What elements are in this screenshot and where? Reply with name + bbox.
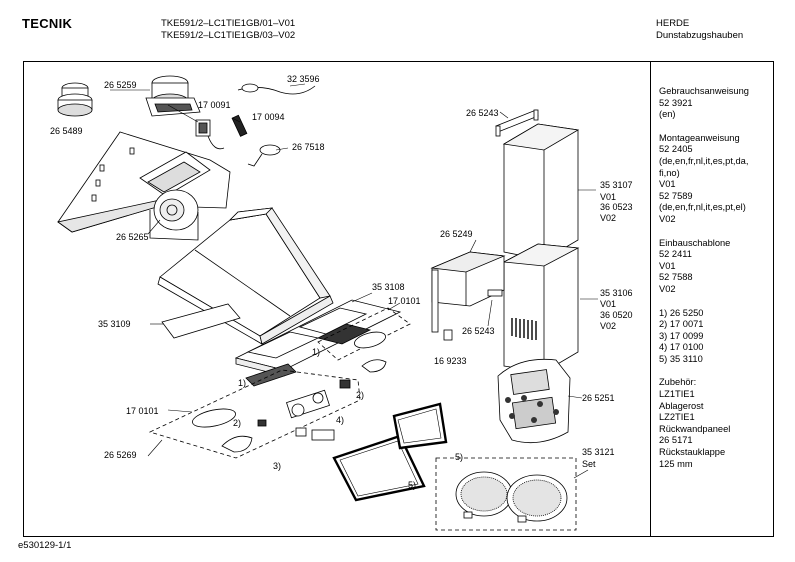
side-panel-line: 26 5171 [659, 435, 693, 446]
callout-label: 5) [455, 452, 464, 462]
part-label: V02 [600, 321, 617, 331]
chimney-lower [502, 243, 580, 373]
round-duct-connector [57, 82, 93, 117]
part-label: 36 0520 [600, 310, 633, 320]
side-panel-line: 52 2411 [659, 249, 692, 260]
small-electrical-parts [195, 83, 316, 167]
bracket-frame [430, 251, 506, 333]
bracket-top [495, 109, 539, 137]
part-label: 26 5489 [50, 126, 83, 136]
callout-label: 1) [238, 378, 247, 388]
frame-divider [650, 61, 651, 537]
clip [443, 329, 453, 341]
side-panel-line: 4) 17 0100 [659, 342, 704, 353]
part-label: 36 0523 [600, 202, 633, 212]
callout-label: 2) [356, 390, 365, 400]
part-label: 35 3109 [98, 319, 131, 329]
side-panel-line: 52 2405 [659, 144, 693, 155]
callout-label: 3) [273, 461, 282, 471]
side-panel-line: 125 mm [659, 458, 693, 469]
side-panel-gap [659, 365, 749, 377]
part-label: 26 5243 [466, 108, 499, 118]
category-title: HERDE [656, 18, 690, 29]
side-panel-line: Einbauschablone [659, 237, 731, 248]
side-panel-gap [659, 121, 749, 133]
side-panel-gap [659, 226, 749, 238]
side-panel-line: V01 [659, 179, 676, 190]
side-panel-line: LZ1TIE1 [659, 389, 695, 400]
side-panel-line: 1) 26 5250 [659, 307, 704, 318]
category-subtitle: Dunstabzugshauben [656, 30, 744, 41]
part-label: 26 5269 [104, 450, 137, 460]
lamp-group-box-bottom [148, 369, 361, 459]
side-panel-line: Rückwandpaneel [659, 423, 731, 434]
side-panel-line: Montageanweisung [659, 132, 740, 143]
side-panel-line: Rückstauklappe [659, 447, 726, 458]
part-label: V01 [600, 299, 617, 309]
side-panel-line: V02 [659, 213, 676, 224]
back-wall-panel [497, 359, 571, 444]
side-panel-line: 52 7589 [659, 190, 693, 201]
part-label: 26 5259 [104, 80, 137, 90]
part-label: V01 [600, 192, 617, 202]
diagram-frame [23, 61, 774, 537]
side-panel-line: 2) 17 0071 [659, 319, 704, 330]
document-id: e530129-1/1 [18, 540, 72, 551]
side-panel-line: Ablagerost [659, 400, 704, 411]
callout-label: 5) [408, 480, 417, 490]
part-label: 17 0094 [252, 112, 285, 122]
odour-filter-discs [455, 471, 568, 523]
side-panel-line: (en) [659, 109, 676, 120]
part-label: 17 0101 [126, 406, 159, 416]
cover-plate [161, 303, 241, 339]
switch-unit [257, 379, 351, 441]
callout-label: 2) [233, 418, 242, 428]
side-panel-line: 5) 35 3110 [659, 353, 703, 364]
side-panel-gap [659, 296, 749, 308]
hood-canopy [157, 207, 334, 345]
part-label: V02 [600, 213, 617, 223]
part-label: 26 5251 [582, 393, 615, 403]
part-label: 26 5243 [462, 326, 495, 336]
part-label: 17 0091 [198, 100, 231, 110]
callout-label: 4) [336, 415, 345, 425]
part-label: 32 3596 [287, 74, 320, 84]
model-number-2: TKE591/2–LC1TIE1GB/03–V02 [161, 30, 296, 41]
side-panel-line: fi,no) [659, 167, 680, 178]
part-label: 35 3121 [582, 447, 615, 457]
part-label: 26 5265 [116, 232, 149, 242]
side-panel-line: 3) 17 0099 [659, 330, 704, 341]
side-panel-line: (de,en,fr,nl,it,es,pt,el) [659, 202, 746, 213]
side-panel-line: Gebrauchsanweisung [659, 86, 749, 96]
rear-mounting-panel [57, 131, 231, 233]
grease-filter-frame [234, 299, 402, 377]
damper-valve [145, 75, 201, 117]
part-label: 17 0101 [388, 296, 421, 306]
fan-housing [139, 151, 211, 241]
callout-label: 1) [312, 347, 321, 357]
side-panel-line: (de,en,fr,nl,it,es,pt,da, [659, 155, 749, 166]
part-label: Set [582, 459, 596, 469]
side-panel-line: Zubehör: [659, 377, 697, 388]
part-label: 35 3106 [600, 288, 633, 298]
carbon-filters [332, 402, 448, 502]
lamp-group-box-top [317, 307, 411, 361]
part-label: 35 3108 [372, 282, 405, 292]
side-panel-line: V01 [659, 260, 676, 271]
part-label: 26 7518 [292, 142, 325, 152]
lamp-parts [192, 331, 387, 453]
part-label: 16 9233 [434, 356, 467, 366]
chimney-upper [502, 123, 580, 261]
side-panel-line: 52 3921 [659, 97, 693, 108]
odour-filter-set-box [435, 457, 577, 531]
part-label: 26 5249 [440, 229, 473, 239]
brand-logo: TECNIK [22, 16, 73, 31]
side-panel-line: V02 [659, 283, 676, 294]
side-panel-line: LZ2TIE1 [659, 412, 695, 423]
model-number-1: TKE591/2–LC1TIE1GB/01–V01 [161, 18, 296, 29]
part-label: 35 3107 [600, 180, 633, 190]
side-panel-line: 52 7588 [659, 272, 693, 283]
